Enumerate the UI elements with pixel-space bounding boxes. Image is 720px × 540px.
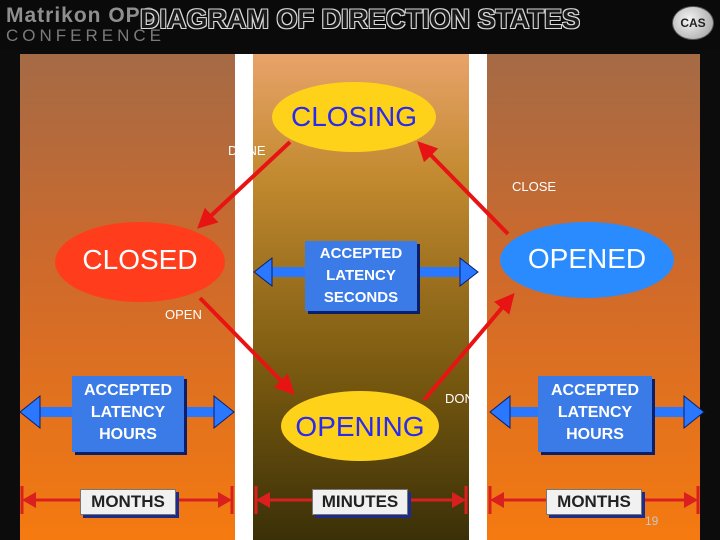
state-opened: OPENED bbox=[500, 222, 674, 298]
state-opening: OPENING bbox=[281, 391, 439, 461]
label-open: OPEN bbox=[165, 307, 202, 322]
latency-box-seconds: ACCEPTED LATENCY SECONDS bbox=[305, 241, 417, 311]
cas-logo-badge: CAS bbox=[672, 6, 714, 40]
latency-center-line1: ACCEPTED bbox=[319, 245, 403, 262]
latency-center-line2: LATENCY bbox=[326, 267, 396, 284]
label-done-right: DONE bbox=[445, 391, 483, 406]
timescale-label-left: MONTHS bbox=[80, 489, 176, 515]
latency-box-hours-left: ACCEPTED LATENCY HOURS bbox=[72, 376, 184, 452]
arrow-opening-to-opened bbox=[422, 292, 515, 402]
label-close: CLOSE bbox=[512, 179, 557, 194]
timescale-label-right: MONTHS bbox=[546, 489, 642, 515]
latency-left-line3: HOURS bbox=[99, 426, 157, 443]
latency-right-line1: ACCEPTED bbox=[550, 382, 639, 399]
header-bar bbox=[0, 0, 720, 50]
arrow-closed-to-opening bbox=[198, 296, 295, 395]
timescale-label-middle: MINUTES bbox=[312, 489, 408, 515]
slide-title: DIAGRAM OF DIRECTION STATES bbox=[140, 4, 580, 34]
logo-text-top: Matrikon OPC bbox=[6, 4, 157, 27]
arrow-closing-to-closed bbox=[197, 140, 292, 229]
column-gap-right bbox=[469, 54, 487, 540]
logo-text-bottom: CONFERENCE bbox=[6, 26, 166, 45]
state-closed: CLOSED bbox=[55, 222, 225, 302]
latency-left-line1: ACCEPTED bbox=[83, 382, 172, 399]
state-closing: CLOSING bbox=[272, 82, 436, 152]
latency-left-line2: LATENCY bbox=[90, 404, 166, 421]
latency-box-hours-right: ACCEPTED LATENCY HOURS bbox=[538, 376, 652, 452]
latency-right-line3: HOURS bbox=[566, 426, 624, 443]
latency-right-line2: LATENCY bbox=[557, 404, 633, 421]
arrow-opened-to-closing bbox=[417, 141, 510, 236]
label-done-top: DONE bbox=[228, 143, 266, 158]
page-number: 19 bbox=[645, 514, 659, 528]
latency-center-line3: SECONDS bbox=[323, 289, 399, 306]
column-gap-left bbox=[235, 54, 253, 540]
